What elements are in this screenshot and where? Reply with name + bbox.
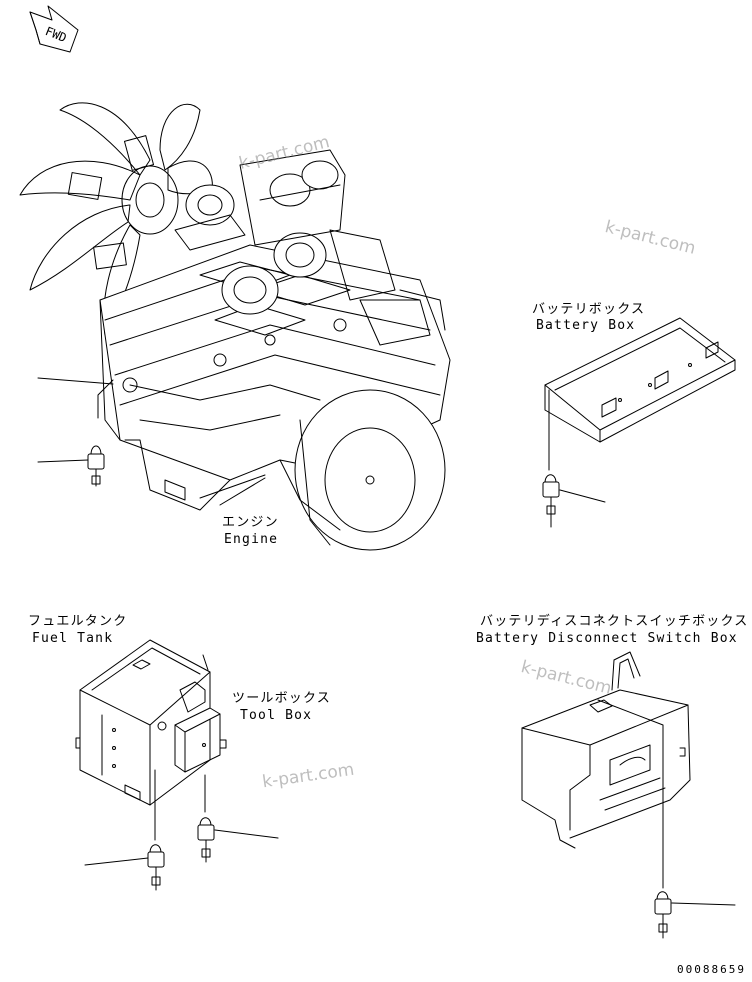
fuel-tank-padlock-icon: [147, 769, 165, 891]
engine-label-en: Engine: [224, 532, 279, 547]
tool-box-label-en: Tool Box: [240, 708, 313, 723]
fuel-tank-label-en: Fuel Tank: [32, 631, 114, 646]
fwd-arrow-icon: FWD: [29, 5, 79, 53]
fuel-tank-drawing: [75, 639, 279, 891]
disconnect-box-label-en: Battery Disconnect Switch Box: [476, 631, 738, 646]
tool-box-padlock-icon: [197, 774, 215, 863]
battery-box-label-en: Battery Box: [536, 318, 636, 333]
tool-box-label-jp: ツールボックス: [232, 691, 332, 706]
battery-box-label-jp: バッテリボックス: [532, 302, 646, 317]
fuel-tank-label-jp: フュエルタンク: [28, 614, 128, 629]
disconnect-box-label-jp: バッテリディスコネクトスイッチボックス: [480, 614, 749, 629]
engine-padlock-icon: [87, 379, 114, 487]
engine-drawing: [19, 102, 451, 551]
drawing-code: 00088659: [677, 963, 746, 976]
engine-label-jp: エンジン: [222, 515, 279, 530]
battery-box-drawing: [542, 317, 736, 528]
battery-box-padlock-icon: [542, 474, 560, 528]
disconnect-switch-box-drawing: [521, 651, 736, 939]
disconnect-box-padlock-icon: [597, 699, 672, 939]
